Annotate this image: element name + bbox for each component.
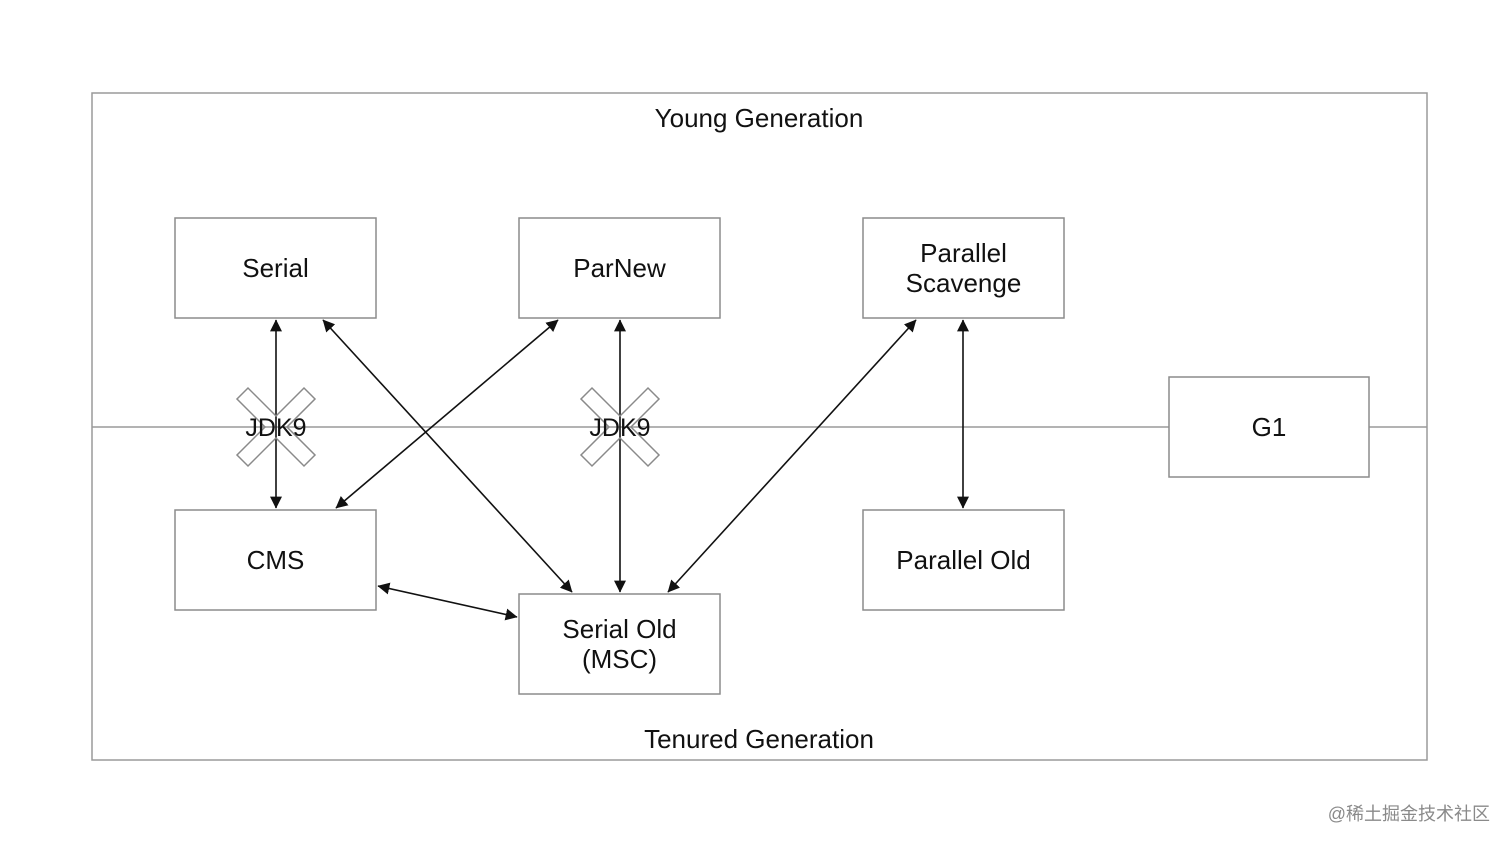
collector-label: ParNew [573, 253, 666, 283]
removed-marker: JDK9 [235, 386, 317, 468]
cross-icon [235, 386, 317, 468]
connection-parallel-scavenge-serial-old [667, 319, 917, 593]
connections [270, 319, 969, 621]
collector-label: Parallel Old [896, 545, 1030, 575]
collector-label: Serial Old [562, 614, 676, 644]
collector-parallel-old: Parallel Old [862, 509, 1065, 611]
removed-label: JDK9 [589, 414, 650, 442]
collector-cms: CMS [174, 509, 377, 611]
collector-label: (MSC) [582, 644, 657, 674]
collector-g1: G1 [1168, 376, 1370, 478]
young-generation-label: Young Generation [655, 103, 864, 133]
cross-icon [579, 386, 661, 468]
collector-serial: Serial [174, 217, 377, 319]
collector-label: CMS [247, 545, 305, 575]
collector-box [518, 217, 721, 319]
collector-box [1168, 376, 1370, 478]
collector-box [862, 217, 1065, 319]
removed-markers: JDK9 JDK9 [235, 386, 661, 468]
tenured-generation-label: Tenured Generation [644, 724, 874, 754]
connection-cms-serial-old [377, 582, 518, 621]
collector-box [174, 217, 377, 319]
collector-label: G1 [1252, 412, 1287, 442]
collector-label: Parallel [920, 238, 1007, 268]
collector-label: Serial [242, 253, 308, 283]
collector-parnew: ParNew [518, 217, 721, 319]
removed-label: JDK9 [245, 414, 306, 442]
removed-marker: JDK9 [579, 386, 661, 468]
collector-box [518, 593, 721, 695]
connection-parnew-cms [335, 319, 559, 509]
collector-box [862, 509, 1065, 611]
collector-label: Scavenge [906, 268, 1022, 298]
collector-box [174, 509, 377, 611]
watermark: @稀土掘金技术社区 [1327, 804, 1490, 824]
collector-serial-old: Serial Old(MSC) [518, 593, 721, 695]
